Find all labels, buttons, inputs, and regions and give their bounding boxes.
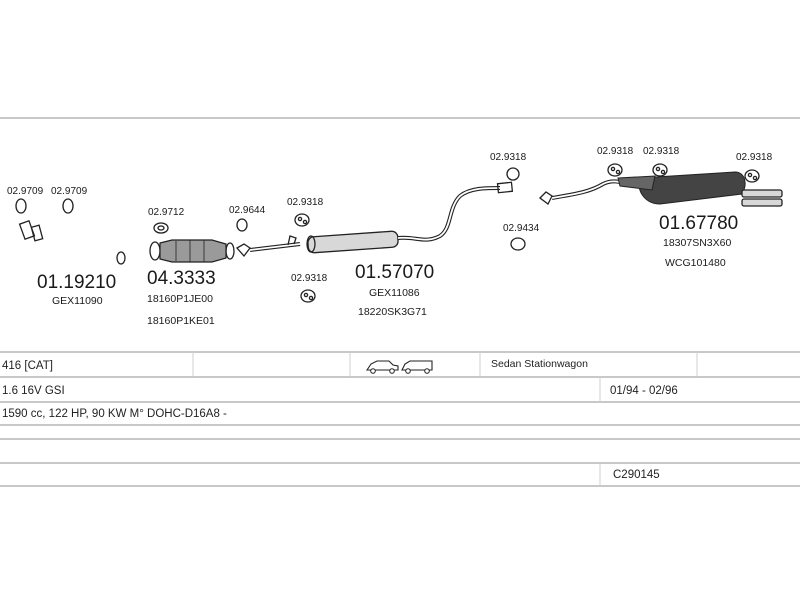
hanger-h	[510, 237, 526, 251]
middle-silencer-number: 01.57070	[355, 262, 434, 283]
catalyst-number: 04.3333	[147, 268, 216, 289]
clip-label-e: 02.9318	[287, 197, 324, 208]
body-types-cell: Sedan Stationwagon	[491, 358, 588, 370]
rubber-ring-a	[15, 198, 27, 214]
clip-label-d: 02.9644	[229, 205, 266, 216]
middle-silencer-ref-2: 18220SK3G71	[358, 306, 427, 318]
front-pipe-ref: GEX11090	[52, 295, 103, 307]
hanger-i	[607, 163, 623, 177]
hanger-f	[300, 289, 316, 303]
gasket-d	[236, 218, 248, 232]
middle-silencer-pipe	[249, 181, 514, 254]
hanger-j	[652, 163, 668, 177]
catalyst-ref-1: 18160P1JE00	[147, 293, 213, 305]
clip-label-h: 02.9434	[503, 223, 540, 234]
rear-silencer	[551, 171, 783, 207]
gasket-rear-flange	[539, 191, 553, 205]
clip-label-f: 02.9318	[291, 273, 328, 284]
middle-silencer-ref-1: GEX11086	[369, 287, 420, 299]
hanger-k	[744, 169, 760, 183]
clip-label-c: 02.9712	[148, 207, 185, 218]
hanger-e	[294, 213, 310, 227]
clip-label-k: 02.9318	[736, 152, 773, 163]
clip-label-a: 02.9709	[7, 186, 44, 197]
spec-cell: 1590 cc, 122 HP, 90 KW M° DOHC-D16A8 -	[2, 408, 227, 420]
years-cell: 01/94 - 02/96	[610, 385, 678, 397]
catalytic-converter	[149, 239, 235, 263]
clip-label-j: 02.9318	[643, 146, 680, 157]
clip-label-b: 02.9709	[51, 186, 88, 197]
gasket-c	[153, 222, 169, 234]
engine-cell: 1.6 16V GSI	[2, 385, 65, 397]
model-cell: 416 [CAT]	[2, 360, 53, 372]
rear-silencer-ref-1: 18307SN3X60	[663, 237, 731, 249]
clip-label-i: 02.9318	[597, 146, 634, 157]
vehicle-info-table	[0, 351, 800, 487]
code-cell: C290145	[613, 469, 660, 481]
front-pipe-number: 01.19210	[37, 272, 116, 293]
sedan-icon	[365, 360, 399, 374]
rubber-ring-b	[62, 198, 74, 214]
catalyst-ref-2: 18160P1KE01	[147, 315, 215, 327]
front-pipe	[18, 219, 126, 265]
hanger-g	[506, 167, 520, 181]
stationwagon-icon	[401, 360, 433, 374]
gasket-mid-flange	[235, 243, 251, 258]
rear-silencer-ref-2: WCG101480	[665, 257, 726, 269]
rear-silencer-number: 01.67780	[659, 213, 738, 234]
clip-label-g: 02.9318	[490, 152, 527, 163]
